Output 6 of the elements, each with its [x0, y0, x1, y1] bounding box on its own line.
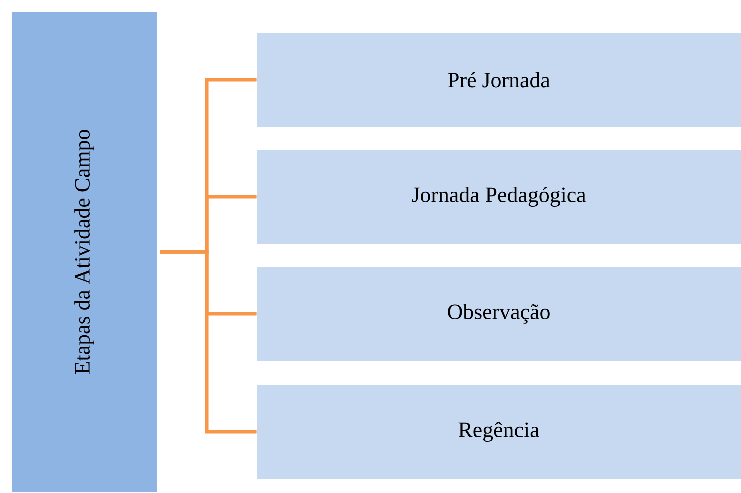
- stage-box: Pré Jornada: [257, 33, 741, 127]
- stage-heading-box: Etapas da Atividade Campo: [12, 12, 157, 492]
- stage-box: Jornada Pedagógica: [257, 150, 741, 244]
- stage-box: Regência: [257, 385, 741, 479]
- connector-line: [160, 250, 257, 434]
- stage-box: Observação: [257, 267, 741, 361]
